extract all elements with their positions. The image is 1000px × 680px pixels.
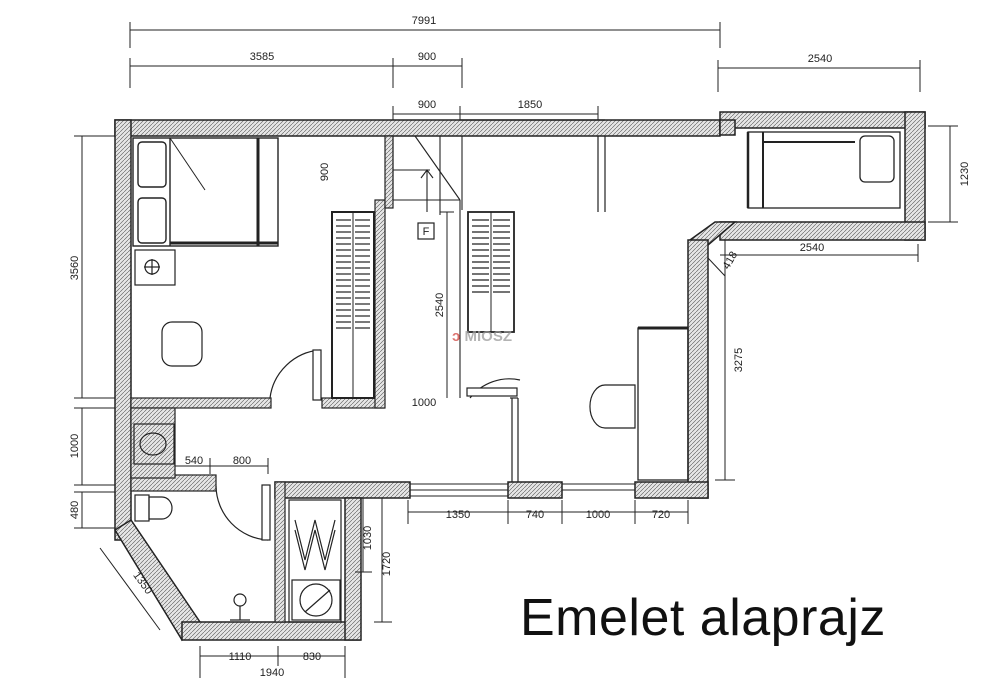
inner-walls bbox=[130, 135, 394, 623]
dim-top-a: 3585 bbox=[250, 51, 274, 63]
dim-top-d: 1850 bbox=[518, 99, 542, 111]
dim-top-c: 900 bbox=[418, 99, 436, 111]
dim-bottom-1940: 1940 bbox=[260, 667, 284, 679]
wardrobe-left bbox=[331, 211, 375, 399]
bed-left bbox=[132, 137, 279, 247]
shower bbox=[230, 593, 250, 621]
dim-bottom-1110: 1110 bbox=[229, 651, 252, 663]
dim-bottom-830: 830 bbox=[303, 651, 321, 663]
bathroom-door bbox=[215, 484, 271, 541]
dim-left-3560: 3560 bbox=[69, 256, 81, 280]
bed-right bbox=[746, 131, 901, 209]
plan-title: Emelet alaprajz bbox=[520, 589, 886, 647]
wardrobe-right bbox=[467, 211, 515, 333]
watermark-text: MIOSZ bbox=[464, 328, 513, 345]
nightstand bbox=[134, 249, 176, 286]
wardrobe-left-hangers bbox=[336, 219, 370, 329]
outer-walls bbox=[113, 111, 926, 642]
dim-left-480: 480 bbox=[69, 501, 81, 519]
desk-right bbox=[637, 326, 689, 481]
door-left-bedroom bbox=[269, 349, 322, 401]
dim-left-900: 900 bbox=[319, 163, 331, 181]
logo-mark-icon: ↄ bbox=[452, 328, 461, 345]
dim-diag-418: 418 bbox=[721, 250, 741, 272]
dim-mid-right-2540: 2540 bbox=[800, 242, 824, 254]
dim-bottom-800: 800 bbox=[233, 455, 251, 467]
wardrobe-right-hangers bbox=[472, 219, 510, 293]
dim-top-right: 2540 bbox=[808, 53, 832, 65]
laundry-closet bbox=[288, 499, 342, 623]
window-top bbox=[460, 119, 606, 212]
dim-stair-2540: 2540 bbox=[434, 293, 446, 317]
chair-left bbox=[161, 321, 203, 367]
dim-right-3275: 3275 bbox=[733, 348, 745, 372]
dim-top-total: 7991 bbox=[412, 15, 436, 27]
staircase bbox=[392, 135, 463, 398]
dimension-labels: 7991 3585 900 900 1850 2540 1230 2540 41… bbox=[69, 15, 971, 679]
fridge-symbol: F bbox=[417, 222, 435, 240]
doorway-bottom bbox=[410, 483, 635, 497]
dim-right-1230: 1230 bbox=[959, 162, 971, 186]
dim-stair-1000: 1000 bbox=[412, 397, 436, 409]
dim-left-1000: 1000 bbox=[69, 434, 81, 458]
sink bbox=[133, 423, 175, 465]
door-main-room bbox=[466, 378, 521, 482]
toilet bbox=[134, 494, 173, 522]
chair-right bbox=[589, 384, 636, 429]
dim-bottom-540: 540 bbox=[185, 455, 203, 467]
dim-bottom-740: 740 bbox=[526, 509, 544, 521]
dim-top-b: 900 bbox=[418, 51, 436, 63]
dim-bottom-1350: 1350 bbox=[446, 509, 470, 521]
dim-bottom-720: 720 bbox=[652, 509, 670, 521]
dimension-lines bbox=[74, 22, 958, 678]
dim-bottom-1000: 1000 bbox=[586, 509, 610, 521]
watermark-logo: ↄ MIOSZ bbox=[452, 328, 512, 345]
fridge-label: F bbox=[423, 226, 430, 238]
dim-vert-1720: 1720 bbox=[381, 552, 393, 576]
dim-vert-1030: 1030 bbox=[362, 526, 374, 550]
